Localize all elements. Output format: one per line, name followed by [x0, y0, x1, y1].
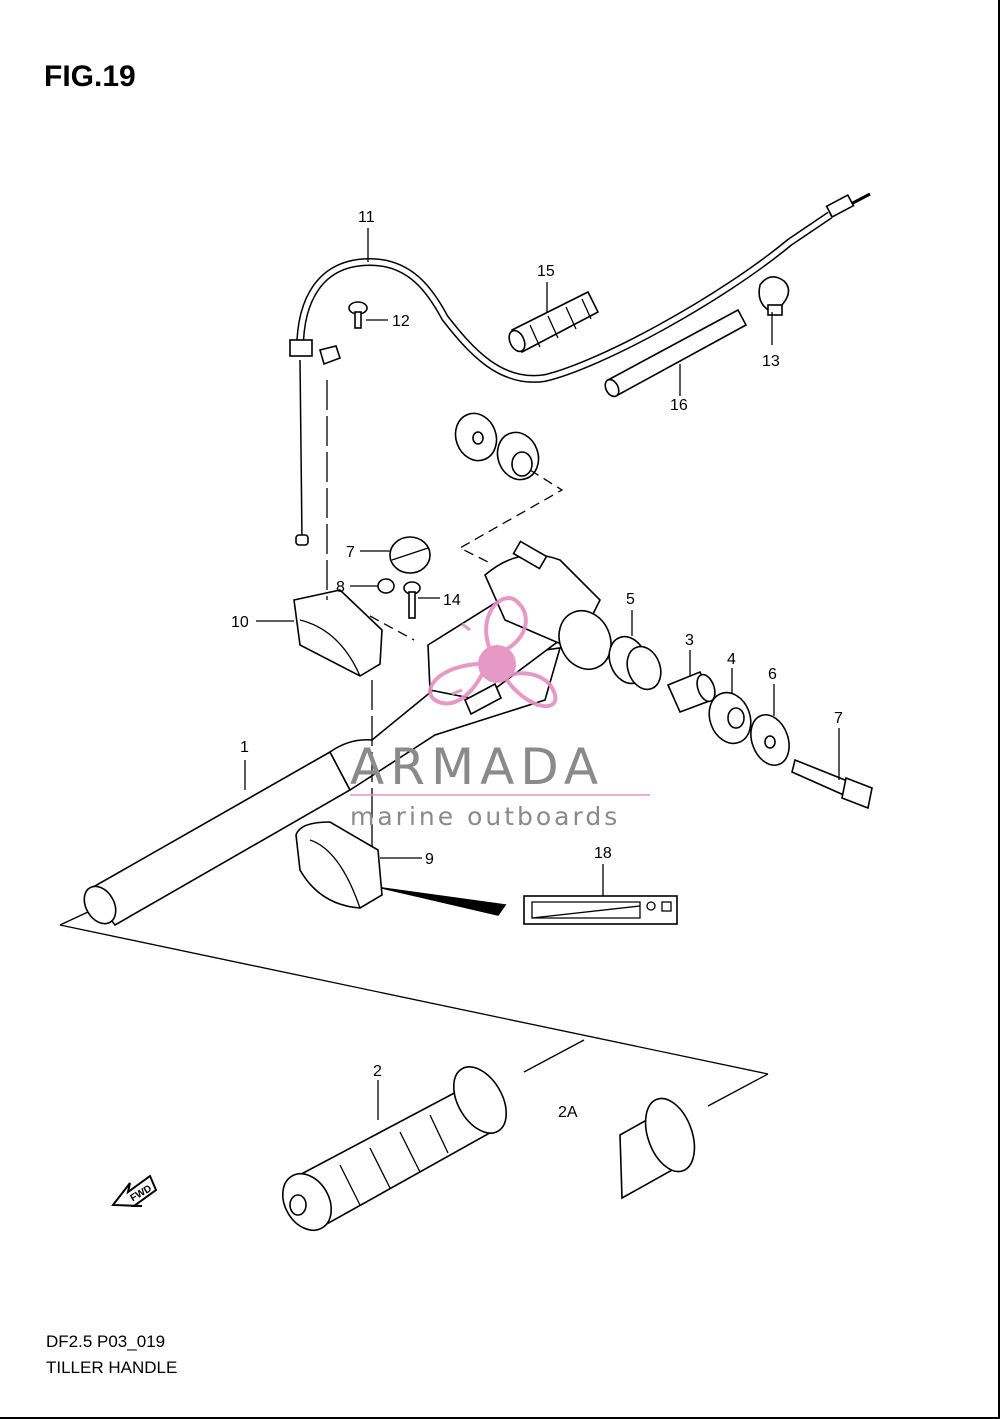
- watermark-tagline: marine outboards: [350, 802, 620, 831]
- callouts: 11 12 15 13 16 7 8 14 10 5 3 4 6 7 1 9 1…: [231, 209, 843, 1121]
- throttle-cable: [289, 192, 871, 546]
- callout-10: 9: [425, 851, 434, 868]
- bushing-5: [608, 635, 662, 691]
- watermark: ARMADA marine outboards: [350, 596, 650, 831]
- nut-9: [377, 578, 395, 594]
- callout-9: 8: [336, 579, 345, 596]
- callout-4: 4: [727, 651, 736, 668]
- callout-13: 12: [392, 313, 410, 330]
- callout-2: 2: [373, 1063, 382, 1080]
- holder-upper-11: [293, 589, 383, 677]
- tube-17: [604, 308, 748, 398]
- plug-8: [389, 536, 431, 574]
- callout-1: 1: [240, 739, 249, 756]
- callout-12: 11: [358, 209, 375, 226]
- washer-top: [454, 412, 540, 481]
- callout-17: 16: [670, 397, 688, 414]
- grip-2a: [619, 1097, 696, 1200]
- callout-11: 10: [231, 614, 249, 631]
- callout-2a: 2A: [558, 1104, 578, 1121]
- callout-7: 7: [834, 710, 843, 727]
- collar-3: [666, 670, 716, 714]
- holder-lower-10: [295, 821, 383, 909]
- callout-6: 6: [768, 666, 777, 683]
- bolt-7: [791, 758, 873, 810]
- callout-3: 3: [685, 632, 694, 649]
- spiral-wrap-16: [508, 290, 600, 354]
- screw-15: [403, 581, 421, 619]
- callout-15: 14: [443, 592, 461, 609]
- tiller-handle: [83, 540, 612, 927]
- callout-14: 13: [762, 353, 780, 370]
- callout-16: 15: [537, 263, 555, 280]
- figure-name: TILLER HANDLE: [46, 1358, 178, 1377]
- callout-8: 7: [346, 544, 355, 561]
- washer-4: [708, 691, 752, 745]
- figure-title: FIG.19: [44, 60, 136, 93]
- screw-13: [348, 301, 368, 329]
- propeller-logo-icon: [428, 596, 558, 709]
- leader-lines: [244, 228, 840, 1120]
- fwd-arrow-icon: FWD: [111, 1174, 158, 1207]
- grip-2: [281, 1066, 508, 1232]
- callout-5: 5: [626, 591, 635, 608]
- figure-code: DF2.5 P03_019: [46, 1332, 166, 1351]
- washer-6: [750, 714, 790, 766]
- clamp-14: [758, 276, 790, 316]
- label-18: [523, 895, 678, 925]
- callout-18: 18: [594, 845, 612, 862]
- watermark-brand: ARMADA: [350, 738, 604, 796]
